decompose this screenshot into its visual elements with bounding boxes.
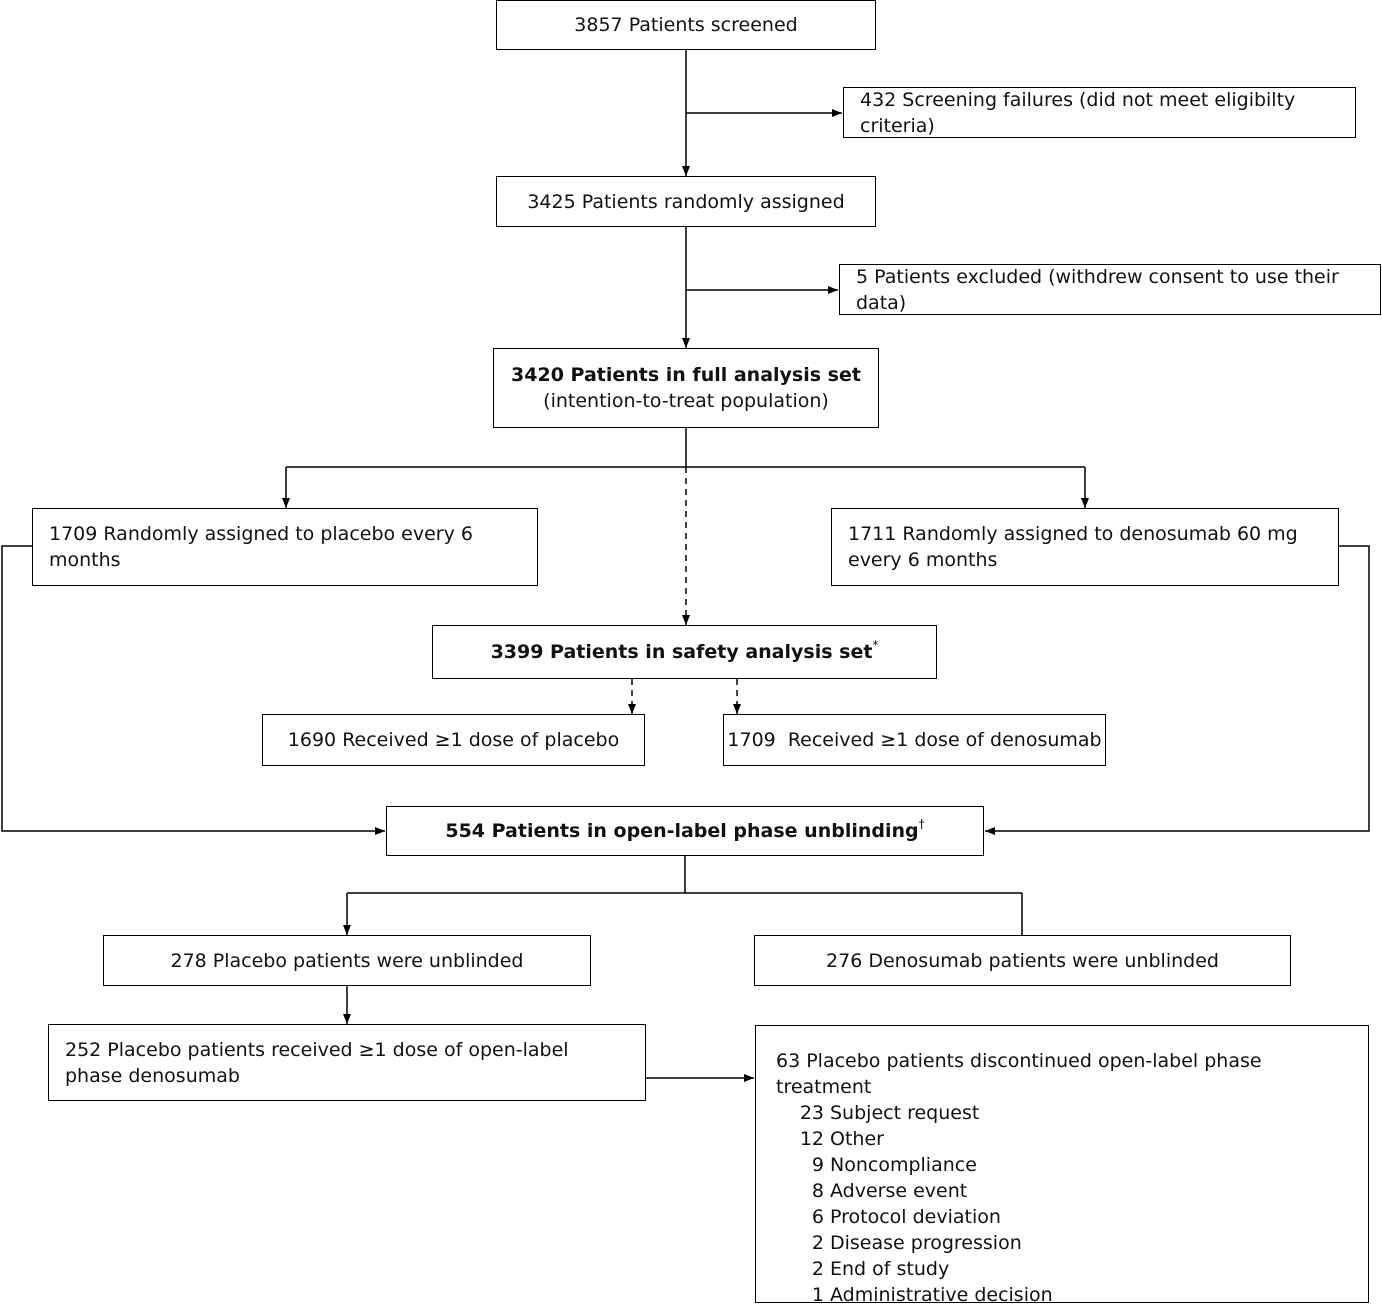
excluded-text: 5 Patients excluded (withdrew consent to… (856, 265, 1339, 314)
discontinued-reason: 6 Protocol deviation (776, 1204, 1348, 1230)
discontinued-reason: 8 Adverse event (776, 1178, 1348, 1204)
arrow-denosumab-arm-to-open-label (985, 545, 1370, 835)
safety-footnote-mark: * (872, 638, 879, 652)
discontinued-reason-label: Disease progression (830, 1232, 1022, 1254)
safety-box: 3399 Patients in safety analysis set* (432, 625, 937, 679)
discontinued-reason: 9 Noncompliance (776, 1152, 1348, 1178)
open-label-box: 554 Patients in open-label phase unblind… (386, 806, 984, 856)
discontinued-reason-label: Subject request (830, 1102, 980, 1124)
open-label-title: 554 Patients in open-label phase unblind… (445, 820, 919, 842)
received-denosumab-text: 1709 Received ≥1 dose of denosumab (727, 729, 1102, 751)
discontinued-reason-label: Noncompliance (830, 1154, 977, 1176)
discontinued-reason: 23 Subject request (776, 1100, 1348, 1126)
screened-box: 3857 Patients screened (496, 0, 876, 50)
received-placebo-box: 1690 Received ≥1 dose of placebo (262, 714, 645, 766)
placebo-unblinded-box: 278 Placebo patients were unblinded (103, 935, 591, 986)
open-label-title-line: 554 Patients in open-label phase unblind… (445, 818, 924, 844)
discontinued-reason-count: 9 (811, 1154, 824, 1176)
denosumab-arm-box: 1711 Randomly assigned to denosumab 60 m… (831, 508, 1339, 586)
arrow-placebo-arm-to-open-label (1, 545, 385, 835)
discontinued-reason-count: 8 (811, 1180, 824, 1202)
randomized-box: 3425 Patients randomly assigned (496, 176, 876, 227)
denosumab-unblinded-text: 276 Denosumab patients were unblinded (826, 949, 1219, 972)
discontinued-title: 63 Placebo patients discontinued open-la… (776, 1050, 1262, 1098)
discontinued-reason-count: 1 (811, 1284, 824, 1306)
denosumab-unblinded-box: 276 Denosumab patients were unblinded (754, 935, 1291, 986)
discontinued-reason-label: Other (830, 1128, 884, 1150)
randomized-text: 3425 Patients randomly assigned (527, 190, 845, 213)
screening-failures-text: 432 Screening failures (did not meet eli… (860, 88, 1296, 137)
full-analysis-title: 3420 Patients in full analysis set (511, 364, 861, 386)
discontinued-reason-count: 6 (811, 1206, 824, 1228)
placebo-received-ol-text: 252 Placebo patients received ≥1 dose of… (65, 1039, 569, 1087)
discontinued-reason-count: 2 (811, 1232, 824, 1254)
open-label-footnote-mark: † (918, 817, 925, 831)
full-analysis-box: 3420 Patients in full analysis set (inte… (493, 348, 879, 428)
full-analysis-subtitle: (intention-to-treat population) (543, 390, 829, 412)
discontinued-reason: 12 Other (776, 1126, 1348, 1152)
screening-failures-box: 432 Screening failures (did not meet eli… (843, 87, 1356, 138)
placebo-arm-box: 1709 Randomly assigned to placebo every … (32, 508, 538, 586)
discontinued-reason-count: 12 (799, 1128, 824, 1150)
denosumab-arm-text: 1711 Randomly assigned to denosumab 60 m… (848, 523, 1298, 571)
discontinued-reason: 2 End of study (776, 1256, 1348, 1282)
discontinued-reason: 1 Administrative decision (776, 1282, 1348, 1308)
received-denosumab-box: 1709 Received ≥1 dose of denosumab (723, 714, 1106, 766)
placebo-received-ol-box: 252 Placebo patients received ≥1 dose of… (48, 1024, 646, 1101)
discontinued-reason-label: Administrative decision (830, 1284, 1053, 1306)
discontinued-reason-label: End of study (830, 1258, 950, 1280)
excluded-box: 5 Patients excluded (withdrew consent to… (839, 264, 1381, 315)
discontinued-reason-count: 2 (811, 1258, 824, 1280)
safety-title: 3399 Patients in safety analysis set (490, 641, 873, 663)
placebo-unblinded-text: 278 Placebo patients were unblinded (170, 949, 524, 972)
discontinued-box: 63 Placebo patients discontinued open-la… (755, 1025, 1369, 1306)
placebo-arm-text: 1709 Randomly assigned to placebo every … (49, 523, 473, 571)
discontinued-reason-label: Protocol deviation (830, 1206, 1001, 1228)
discontinued-reason-label: Adverse event (830, 1180, 968, 1202)
discontinued-reason-count: 23 (799, 1102, 824, 1124)
discontinued-reason: 2 Disease progression (776, 1230, 1348, 1256)
screened-text: 3857 Patients screened (574, 14, 798, 36)
safety-title-line: 3399 Patients in safety analysis set* (491, 639, 879, 665)
received-placebo-text: 1690 Received ≥1 dose of placebo (287, 729, 620, 751)
